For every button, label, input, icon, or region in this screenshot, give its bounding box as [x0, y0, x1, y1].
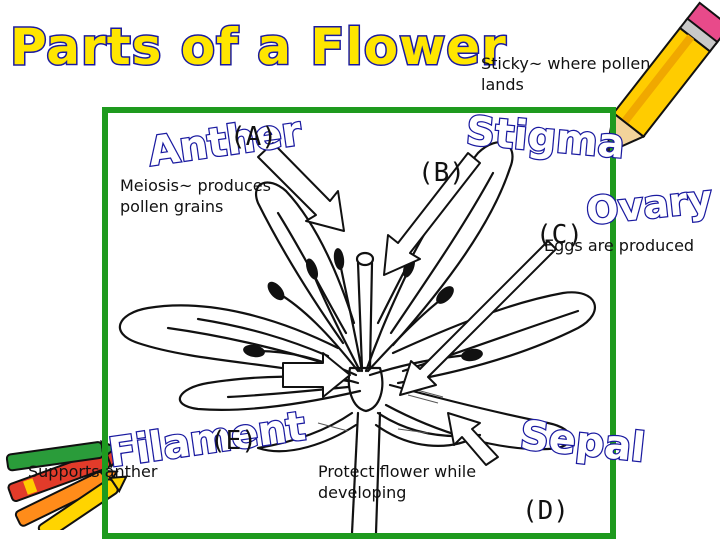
ovary-arrow [399, 240, 557, 396]
crayons-icon [5, 440, 128, 530]
stigma-arrow [383, 152, 481, 276]
letter-a: (A) [230, 122, 277, 152]
sepal-arrow [447, 412, 499, 466]
label-ovary: Ovary [583, 175, 716, 234]
note-stigma: Sticky~ where pollen lands [481, 54, 651, 94]
note-ovary: Eggs are produced [544, 236, 695, 255]
flower-drawing [118, 141, 596, 533]
diagram-frame [102, 107, 616, 539]
letter-b: (B) [418, 158, 465, 188]
letter-c: (C) [536, 220, 583, 250]
page-title: Parts of a Flower [9, 18, 508, 76]
letter-d: (D) [522, 496, 569, 526]
note-sepal: Protect flower while developing [318, 462, 477, 502]
filament-arrow [282, 352, 351, 398]
note-filament: Supports anther [28, 462, 158, 481]
note-anther: Meiosis~ produces pollen grains [120, 176, 271, 216]
anther-arrow [257, 142, 345, 232]
letter-e: (E) [210, 426, 257, 456]
